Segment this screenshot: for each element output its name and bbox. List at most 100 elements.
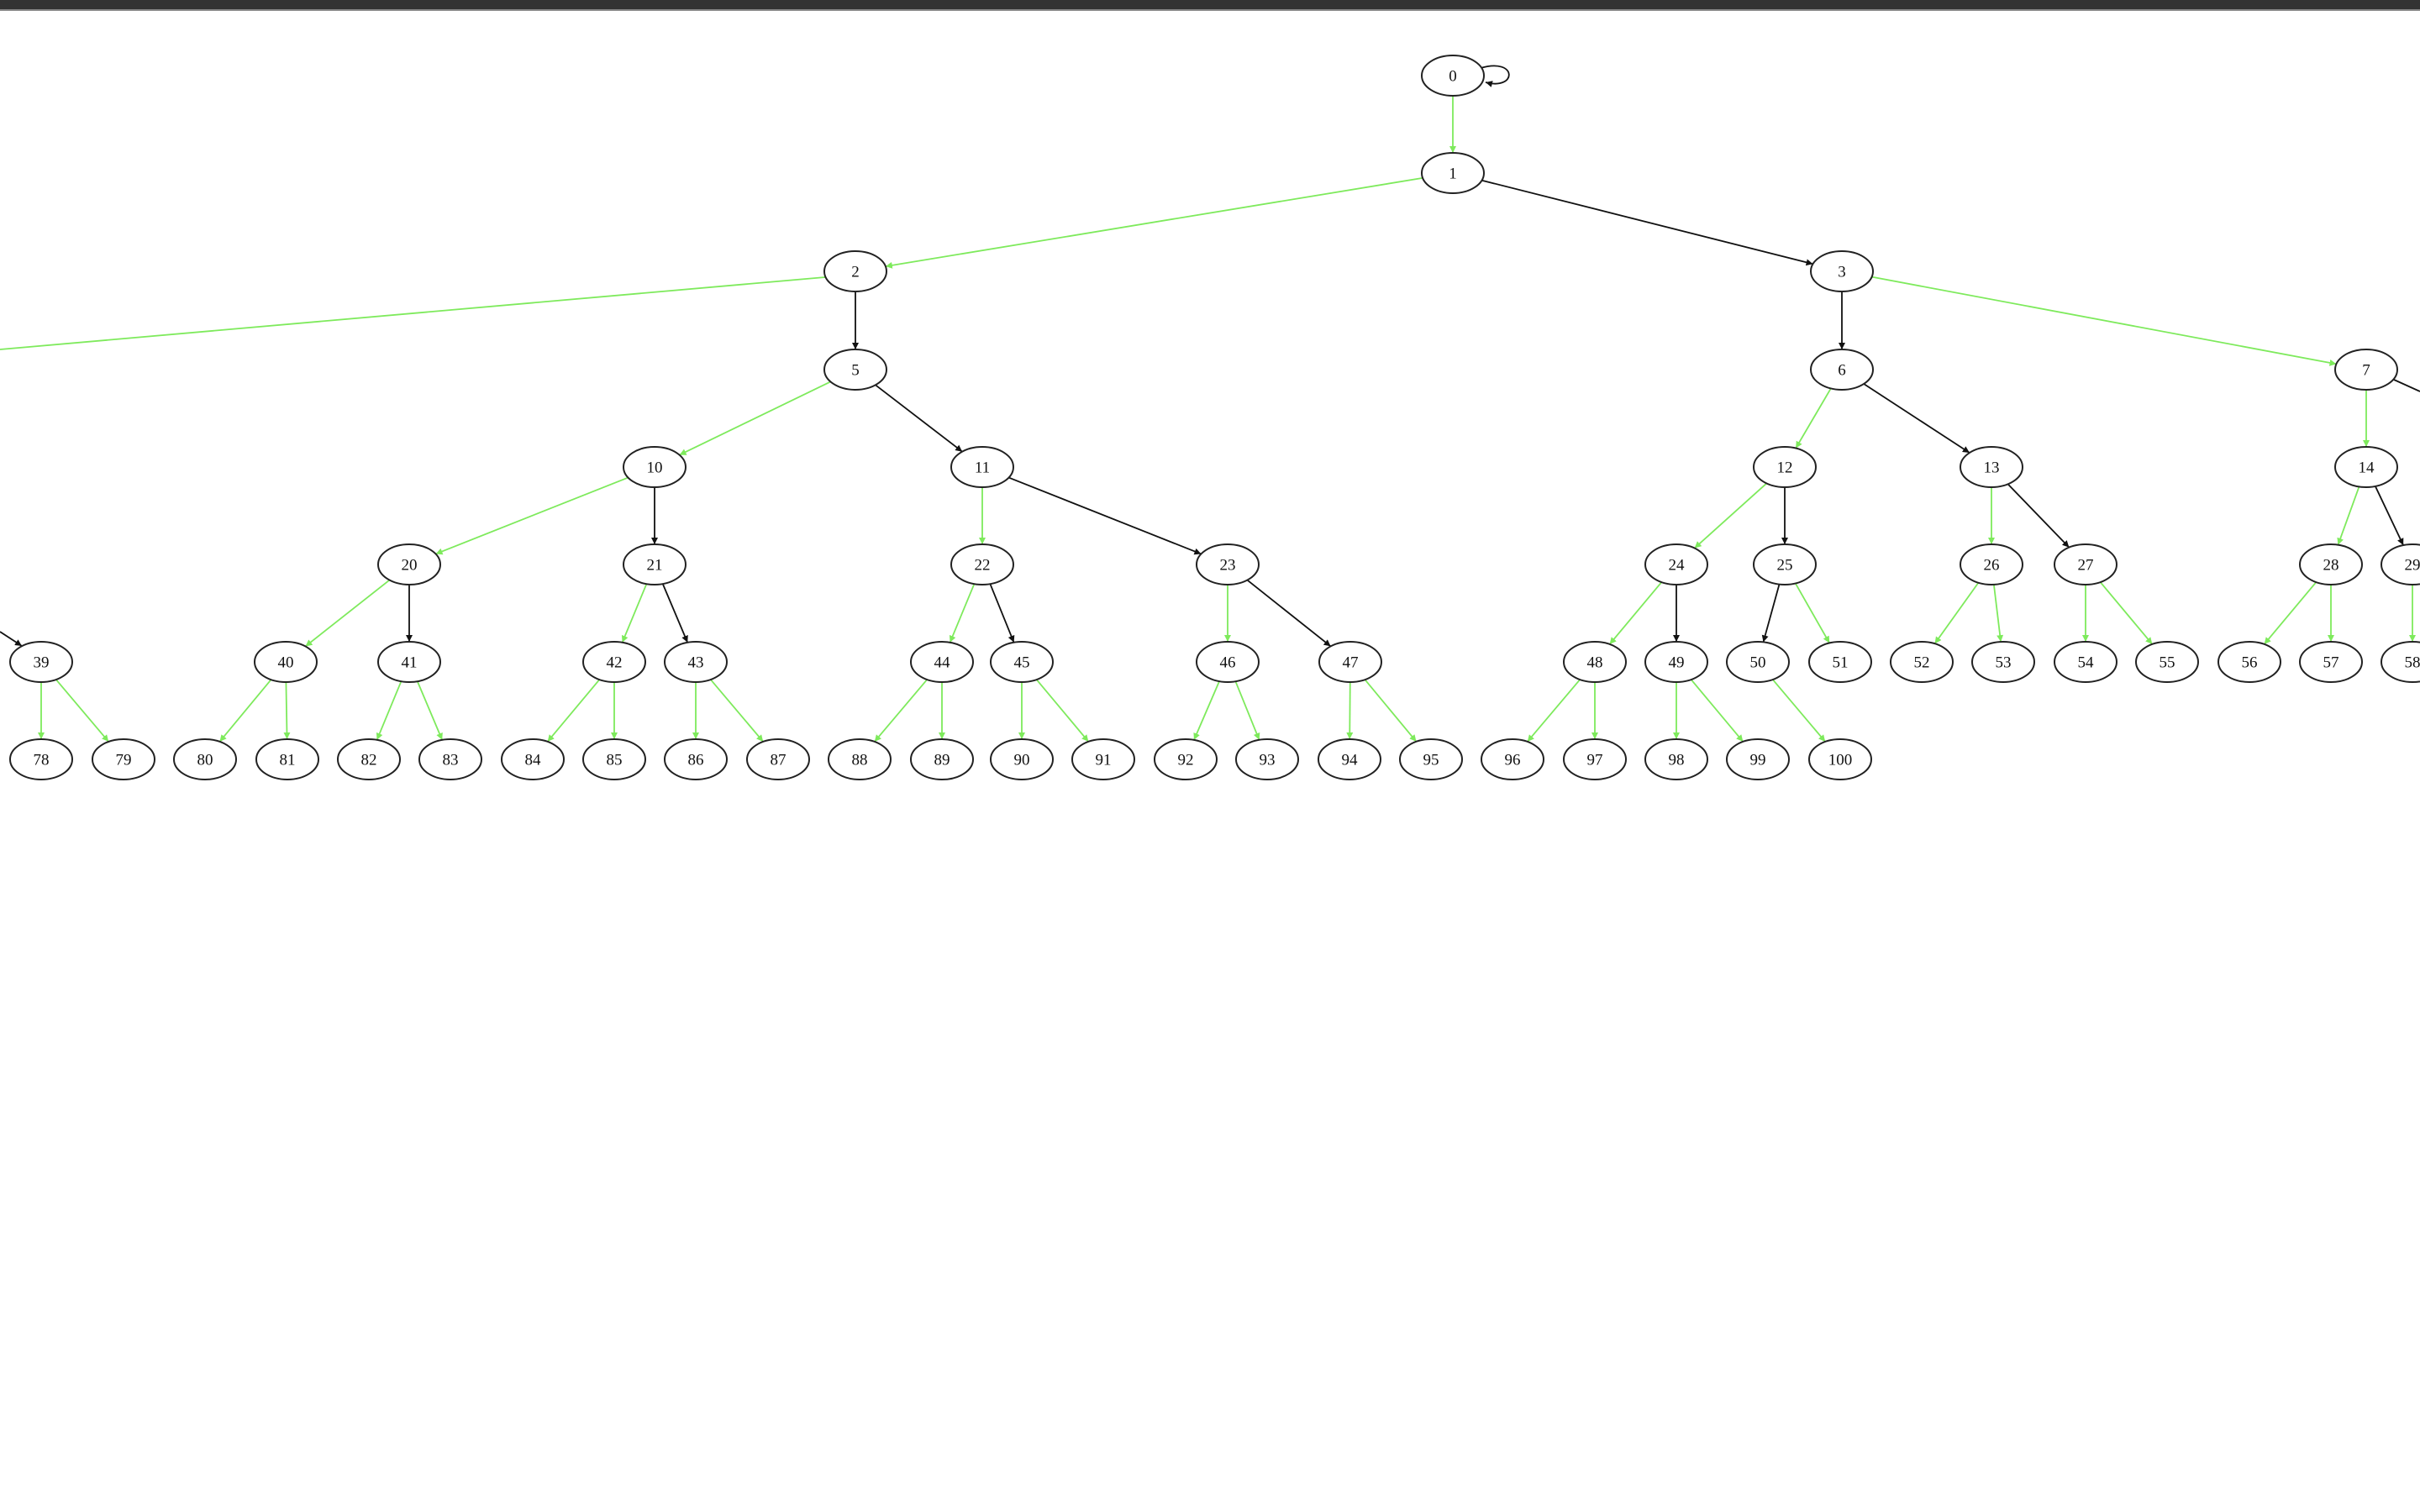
graph-node-3[interactable]: 3 [1810, 250, 1874, 292]
node-ellipse [9, 641, 73, 683]
edge-23-47 [1246, 579, 1332, 648]
graph-node-6[interactable]: 6 [1810, 349, 1874, 391]
graph-node-42[interactable]: 42 [582, 641, 646, 683]
graph-node-99[interactable]: 99 [1726, 738, 1790, 780]
graph-node-1[interactable]: 1 [1421, 152, 1485, 194]
graph-node-97[interactable]: 97 [1563, 738, 1627, 780]
edge-46-93 [1234, 680, 1260, 741]
node-ellipse [377, 543, 441, 585]
graph-node-78[interactable]: 78 [9, 738, 73, 780]
node-label: 95 [1423, 752, 1439, 769]
graph-node-20[interactable]: 20 [377, 543, 441, 585]
graph-node-43[interactable]: 43 [664, 641, 728, 683]
graph-node-29[interactable]: 29 [2381, 543, 2420, 585]
node-label: 14 [2359, 459, 2375, 477]
node-ellipse [2054, 641, 2118, 683]
node-ellipse [828, 738, 892, 780]
graph-node-23[interactable]: 23 [1196, 543, 1260, 585]
node-label: 0 [1449, 68, 1457, 86]
node-ellipse [990, 738, 1054, 780]
node-label: 100 [1828, 752, 1853, 769]
graph-node-50[interactable]: 50 [1726, 641, 1790, 683]
graph-node-12[interactable]: 12 [1753, 446, 1817, 488]
graph-node-24[interactable]: 24 [1644, 543, 1708, 585]
node-label: 84 [525, 752, 542, 769]
graph-node-87[interactable]: 87 [746, 738, 810, 780]
graph-node-47[interactable]: 47 [1318, 641, 1382, 683]
graph-node-56[interactable]: 56 [2217, 641, 2281, 683]
graph-node-83[interactable]: 83 [418, 738, 482, 780]
graph-node-39[interactable]: 39 [9, 641, 73, 683]
edge-50-100 [1772, 679, 1826, 743]
edge-26-53 [1992, 584, 2004, 643]
graph-node-57[interactable]: 57 [2299, 641, 2363, 683]
graph-node-0[interactable]: 0 [1421, 55, 1485, 97]
graph-node-89[interactable]: 89 [910, 738, 974, 780]
graph-node-7[interactable]: 7 [2334, 349, 2398, 391]
node-ellipse [1644, 543, 1708, 585]
graph-node-2[interactable]: 2 [823, 250, 887, 292]
graph-node-27[interactable]: 27 [2054, 543, 2118, 585]
node-label: 5 [851, 362, 860, 380]
graph-node-28[interactable]: 28 [2299, 543, 2363, 585]
graph-node-79[interactable]: 79 [92, 738, 155, 780]
edge-46-92 [1193, 680, 1220, 741]
graph-node-93[interactable]: 93 [1235, 738, 1299, 780]
graph-node-84[interactable]: 84 [501, 738, 565, 780]
node-ellipse [255, 738, 319, 780]
graph-node-98[interactable]: 98 [1644, 738, 1708, 780]
graph-node-94[interactable]: 94 [1318, 738, 1381, 780]
node-label: 54 [2078, 654, 2095, 672]
graph-node-44[interactable]: 44 [910, 641, 974, 683]
graph-node-22[interactable]: 22 [950, 543, 1014, 585]
graph-node-13[interactable]: 13 [1960, 446, 2023, 488]
graph-node-21[interactable]: 21 [623, 543, 687, 585]
node-ellipse [1753, 446, 1817, 488]
graph-node-86[interactable]: 86 [664, 738, 728, 780]
graph-node-51[interactable]: 51 [1808, 641, 1872, 683]
node-label: 78 [34, 752, 50, 769]
graph-node-46[interactable]: 46 [1196, 641, 1260, 683]
node-ellipse [418, 738, 482, 780]
node-ellipse [1960, 543, 2023, 585]
graph-node-100[interactable]: 100 [1808, 738, 1872, 780]
node-label: 23 [1220, 557, 1236, 575]
graph-node-82[interactable]: 82 [337, 738, 401, 780]
graph-node-92[interactable]: 92 [1154, 738, 1218, 780]
node-label: 96 [1505, 752, 1521, 769]
edge-43-87 [710, 679, 764, 743]
graph-node-45[interactable]: 45 [990, 641, 1054, 683]
graph-node-14[interactable]: 14 [2334, 446, 2398, 488]
graph-node-91[interactable]: 91 [1071, 738, 1135, 780]
node-label: 93 [1260, 752, 1276, 769]
graph-node-54[interactable]: 54 [2054, 641, 2118, 683]
graph-node-88[interactable]: 88 [828, 738, 892, 780]
edge-14-29 [2375, 486, 2404, 546]
graph-node-10[interactable]: 10 [623, 446, 687, 488]
graph-node-90[interactable]: 90 [990, 738, 1054, 780]
edge-39-79 [55, 679, 109, 743]
graph-node-58[interactable]: 58 [2381, 641, 2420, 683]
graph-node-80[interactable]: 80 [173, 738, 237, 780]
graph-node-25[interactable]: 25 [1753, 543, 1817, 585]
graph-node-95[interactable]: 95 [1399, 738, 1463, 780]
graph-node-5[interactable]: 5 [823, 349, 887, 391]
graph-node-48[interactable]: 48 [1563, 641, 1627, 683]
edge-25-51 [1795, 583, 1830, 643]
graph-node-55[interactable]: 55 [2135, 641, 2199, 683]
graph-node-40[interactable]: 40 [254, 641, 318, 683]
window-title-bar [0, 0, 2420, 11]
node-label: 25 [1777, 557, 1793, 575]
node-label: 80 [197, 752, 213, 769]
graph-node-53[interactable]: 53 [1971, 641, 2035, 683]
edge-48-96 [1527, 679, 1581, 743]
graph-node-26[interactable]: 26 [1960, 543, 2023, 585]
graph-node-11[interactable]: 11 [950, 446, 1014, 488]
node-label: 94 [1342, 752, 1359, 769]
graph-node-52[interactable]: 52 [1890, 641, 1954, 683]
graph-node-49[interactable]: 49 [1644, 641, 1708, 683]
graph-node-81[interactable]: 81 [255, 738, 319, 780]
graph-node-85[interactable]: 85 [582, 738, 646, 780]
graph-node-41[interactable]: 41 [377, 641, 441, 683]
graph-node-96[interactable]: 96 [1481, 738, 1544, 780]
